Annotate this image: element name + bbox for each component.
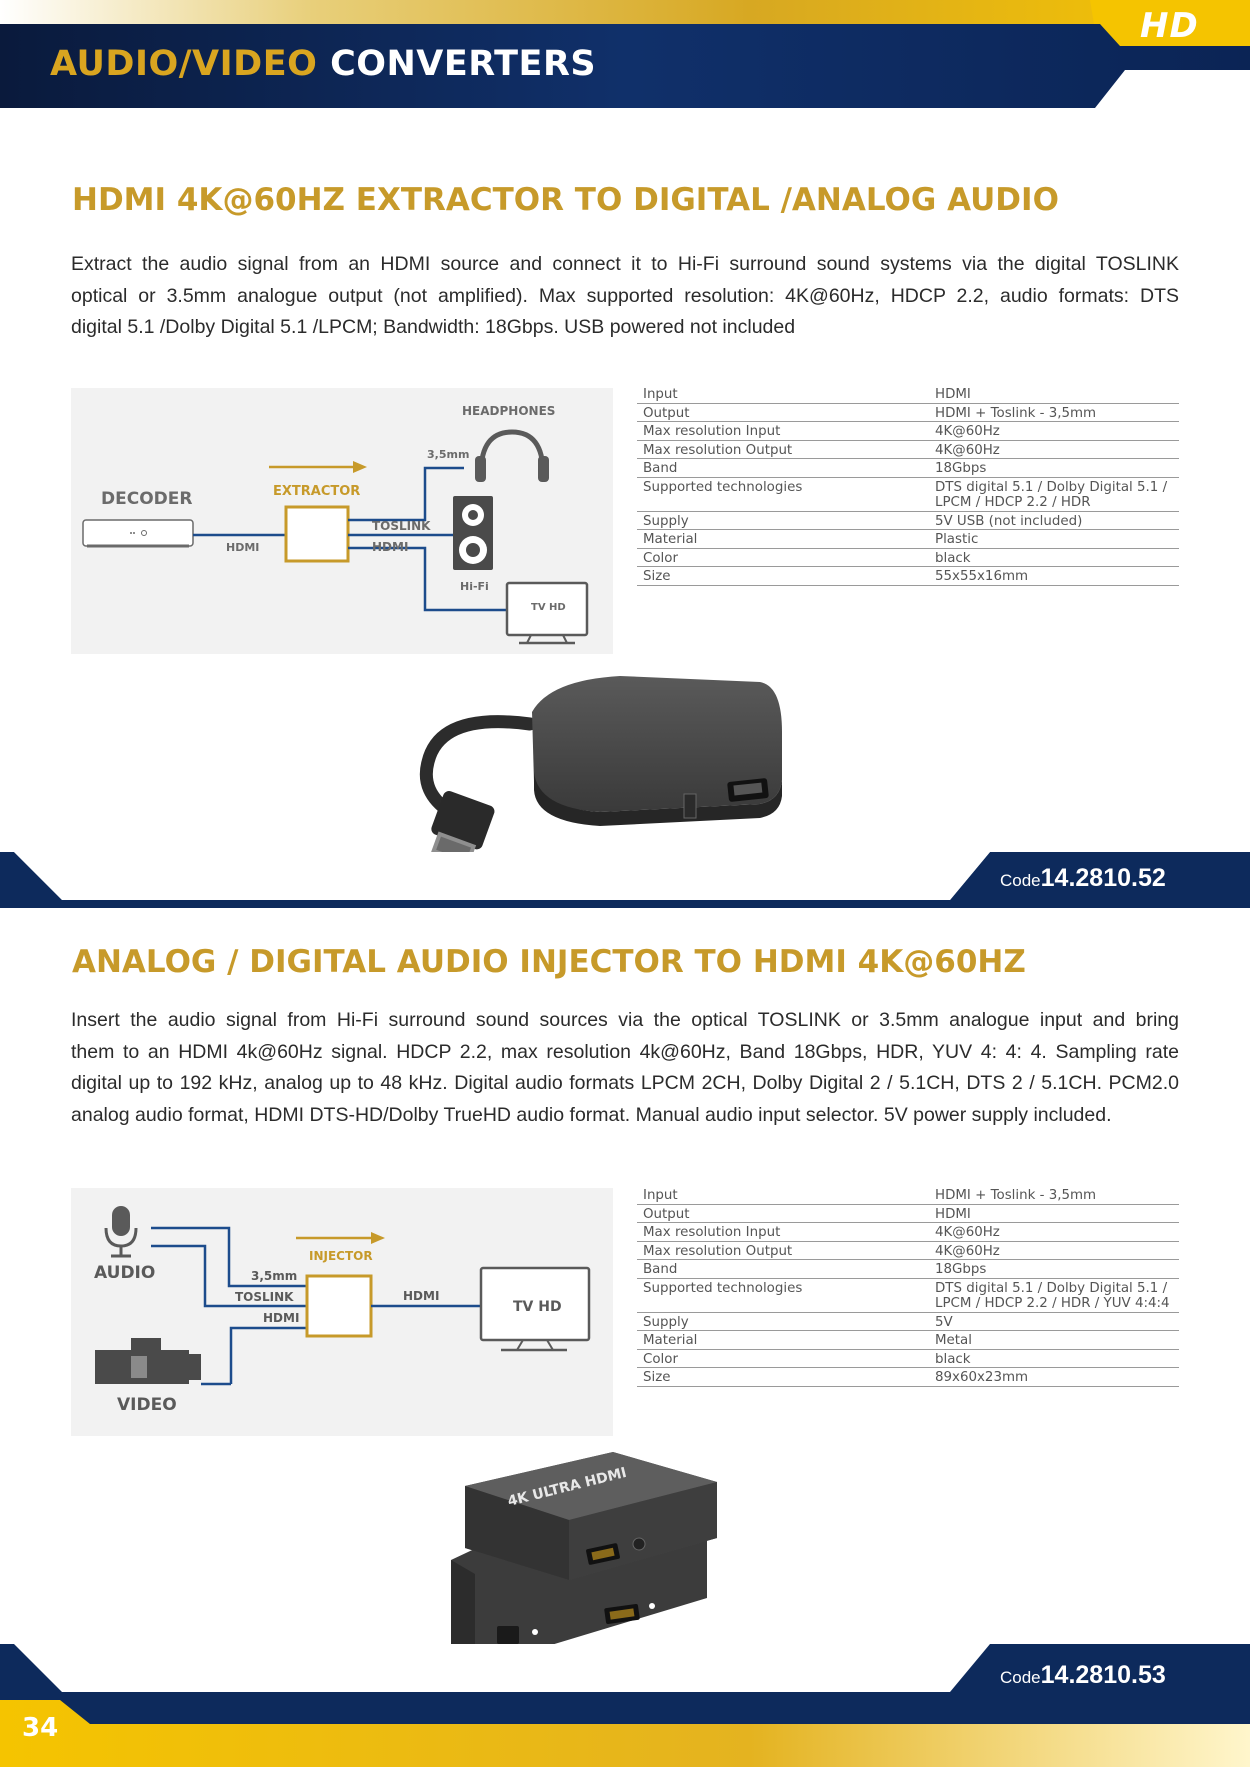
audio-label: AUDIO: [94, 1263, 155, 1283]
description-line: Extract the audio signal from an HDMI so…: [71, 253, 1179, 275]
description-line: optical or 3.5mm analogue output (not am…: [71, 284, 1179, 307]
toslink-label: TOSLINK: [235, 1290, 294, 1304]
arrow-icon: [296, 1232, 385, 1244]
tv-label: TV HD: [513, 1299, 562, 1315]
mm-label: 3,5mm: [427, 448, 469, 461]
hdmi-out-label: HDMI: [372, 540, 408, 554]
page-number: 34: [22, 1713, 59, 1743]
speaker-icon: [453, 496, 493, 570]
product-2-code-band: [0, 1644, 1250, 1700]
hdmi-in-label: HDMI: [226, 541, 259, 554]
description-line: Insert the audio signal from Hi-Fi surro…: [71, 1009, 1179, 1031]
extractor-label: EXTRACTOR: [273, 484, 360, 499]
product-1-photo: [419, 676, 782, 868]
product-2-title: ANALOG / DIGITAL AUDIO INJECTOR TO HDMI …: [72, 944, 1026, 980]
description-line: digital up to 192 kHz, analog up to 48 k…: [71, 1072, 1179, 1094]
product-2-photo: 4K ULTRA HDMI: [451, 1452, 717, 1668]
footer-band: [0, 1700, 1250, 1767]
header-banner: [0, 0, 1250, 108]
product-1-code-band: [0, 852, 1250, 908]
tv-icon: [479, 1266, 591, 1352]
decoder-icon: [82, 519, 194, 548]
extractor-box: [284, 505, 350, 563]
product-1-title: HDMI 4K@60HZ EXTRACTOR TO DIGITAL /ANALO…: [72, 182, 1059, 218]
product-2-description: Insert the audio signal from Hi-Fi surro…: [71, 1005, 1179, 1131]
injector-label: INJECTOR: [309, 1249, 373, 1263]
hd-logo: HD: [1140, 6, 1199, 46]
toslink-label: TOSLINK: [372, 519, 431, 533]
video-camera-icon: [95, 1338, 201, 1384]
headphones-label: HEADPHONES: [462, 404, 555, 418]
headphones-icon: [475, 429, 549, 482]
mm-label: 3,5mm: [251, 1269, 297, 1283]
description-line: them to an HDMI 4k@60Hz signal. HDCP 2.2…: [71, 1040, 1179, 1063]
hdmi-in-label: HDMI: [263, 1311, 299, 1325]
product-1-description: Extract the audio signal from an HDMI so…: [71, 249, 1179, 344]
video-label: VIDEO: [117, 1395, 177, 1415]
injector-box: [305, 1274, 373, 1338]
tv-label: TV HD: [531, 602, 566, 613]
product-2-code: Code14.2810.53: [1000, 1661, 1166, 1689]
product-2-diagram: AUDIO VIDEO 3,5mm TOSLINK HDMI INJECTOR …: [71, 1188, 613, 1436]
section-title: AUDIO/VIDEO CONVERTERS: [50, 44, 597, 84]
product-1-code: Code14.2810.52: [1000, 864, 1166, 892]
decoder-label: DECODER: [101, 489, 192, 509]
description-line: analog audio format, HDMI DTS-HD/Dolby T…: [71, 1103, 1112, 1126]
microphone-icon: [104, 1206, 138, 1258]
description-line: digital 5.1 /Dolby Digital 5.1 /LPCM; Ba…: [71, 316, 796, 338]
tv-icon: [505, 581, 589, 645]
product-1-diagram: DECODER HDMI EXTRACTOR TOSLINK HDMI 3,5m…: [71, 388, 613, 654]
arrow-icon: [269, 461, 367, 473]
hifi-label: Hi-Fi: [460, 580, 489, 593]
hdmi-out-label: HDMI: [403, 1289, 439, 1303]
